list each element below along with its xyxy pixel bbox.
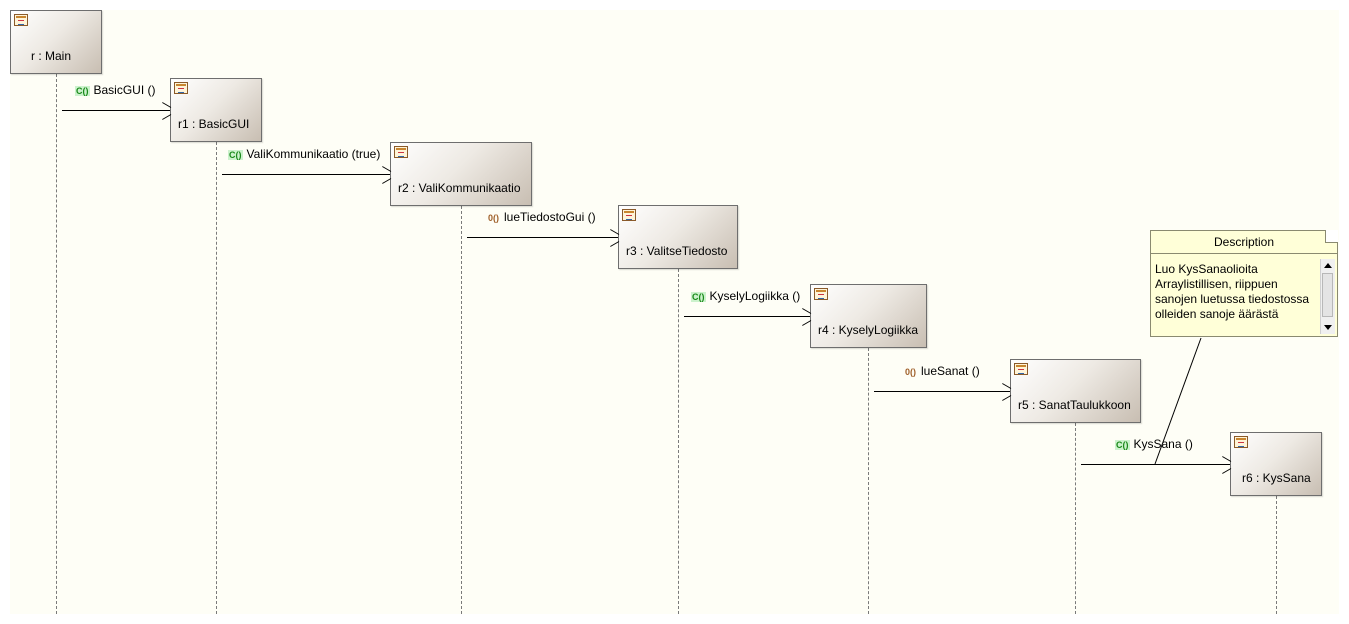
lifeline-valikommunikaatio xyxy=(461,206,462,614)
constructor-icon: C() xyxy=(691,292,706,302)
object-icon xyxy=(14,14,28,26)
message-arrow-luesanat[interactable] xyxy=(874,391,1010,392)
note-fold-corner xyxy=(1325,230,1338,243)
message-label-basicgui: C()BasicGUI () xyxy=(75,83,156,97)
note-divider xyxy=(1151,253,1337,254)
object-sanattaulukkoon[interactable]: r5 : SanatTaulukkoon xyxy=(1010,359,1141,423)
message-text: KyselyLogiikka () xyxy=(709,289,801,303)
lifeline-valitsetiedosto xyxy=(678,269,679,614)
object-label: r6 : KysSana xyxy=(1242,471,1311,485)
object-icon xyxy=(814,288,828,300)
message-text: lueSanat () xyxy=(921,364,980,378)
lifeline-basicgui xyxy=(216,142,217,614)
lifeline-main xyxy=(56,74,57,614)
object-icon xyxy=(1234,436,1248,448)
object-icon xyxy=(1014,363,1028,375)
operation-icon: 0() xyxy=(488,213,499,223)
message-text: lueTiedostoGui () xyxy=(504,210,596,224)
note-scrollbar[interactable] xyxy=(1320,259,1335,334)
scroll-up-arrow-icon[interactable] xyxy=(1324,263,1332,268)
object-valitsetiedosto[interactable]: r3 : ValitseTiedosto xyxy=(618,205,738,269)
lifeline-kyssana xyxy=(1276,496,1277,614)
object-main[interactable]: r : Main xyxy=(10,10,102,74)
object-basicgui[interactable]: r1 : BasicGUI xyxy=(170,78,262,142)
message-label-luetiedostogui: 0() lueTiedostoGui () xyxy=(487,210,596,224)
object-kyssana[interactable]: r6 : KysSana xyxy=(1230,432,1322,496)
message-label-luesanat: 0() lueSanat () xyxy=(904,364,980,378)
note-title: Description xyxy=(1213,235,1275,249)
object-label: r : Main xyxy=(30,49,71,63)
constructor-icon: C() xyxy=(1115,440,1130,450)
object-label: r2 : ValiKommunikaatio xyxy=(398,181,521,195)
note-text: Luo KysSanaolioita Arraylistillisen, rii… xyxy=(1155,262,1310,321)
message-text: ValiKommunikaatio (true) xyxy=(246,147,381,161)
object-label: r5 : SanatTaulukkoon xyxy=(1018,398,1131,412)
message-arrow-luetiedostogui[interactable] xyxy=(467,237,618,238)
object-label: r4 : KyselyLogiikka xyxy=(818,323,919,337)
object-valikommunikaatio[interactable]: r2 : ValiKommunikaatio xyxy=(390,142,532,206)
message-label-valikommunikaatio: C()ValiKommunikaatio (true) xyxy=(228,147,380,161)
message-arrow-valikommunikaatio[interactable] xyxy=(222,174,390,175)
description-note[interactable]: Description Luo KysSanaolioita Arraylist… xyxy=(1150,230,1338,337)
object-icon xyxy=(622,209,636,221)
message-text: KysSana () xyxy=(1133,437,1193,451)
object-icon xyxy=(394,146,408,158)
object-label: r1 : BasicGUI xyxy=(178,117,250,131)
message-arrow-basicgui[interactable] xyxy=(62,110,170,111)
message-arrow-kyssana[interactable] xyxy=(1081,464,1230,465)
lifeline-kyselylogiikka xyxy=(868,348,869,614)
constructor-icon: C() xyxy=(228,150,243,160)
object-label: r3 : ValitseTiedosto xyxy=(626,244,728,258)
scroll-thumb[interactable] xyxy=(1322,273,1333,317)
message-text: BasicGUI () xyxy=(93,83,156,97)
lifeline-sanattaulukkoon xyxy=(1075,423,1076,614)
message-label-kyselylogiikka: C()KyselyLogiikka () xyxy=(691,289,800,303)
message-arrow-kyselylogiikka[interactable] xyxy=(684,316,810,317)
object-kyselylogiikka[interactable]: r4 : KyselyLogiikka xyxy=(810,284,927,348)
scroll-down-arrow-icon[interactable] xyxy=(1324,325,1332,330)
message-label-kyssana: C()KysSana () xyxy=(1115,437,1193,451)
operation-icon: 0() xyxy=(905,367,916,377)
constructor-icon: C() xyxy=(75,86,90,96)
object-icon xyxy=(174,82,188,94)
